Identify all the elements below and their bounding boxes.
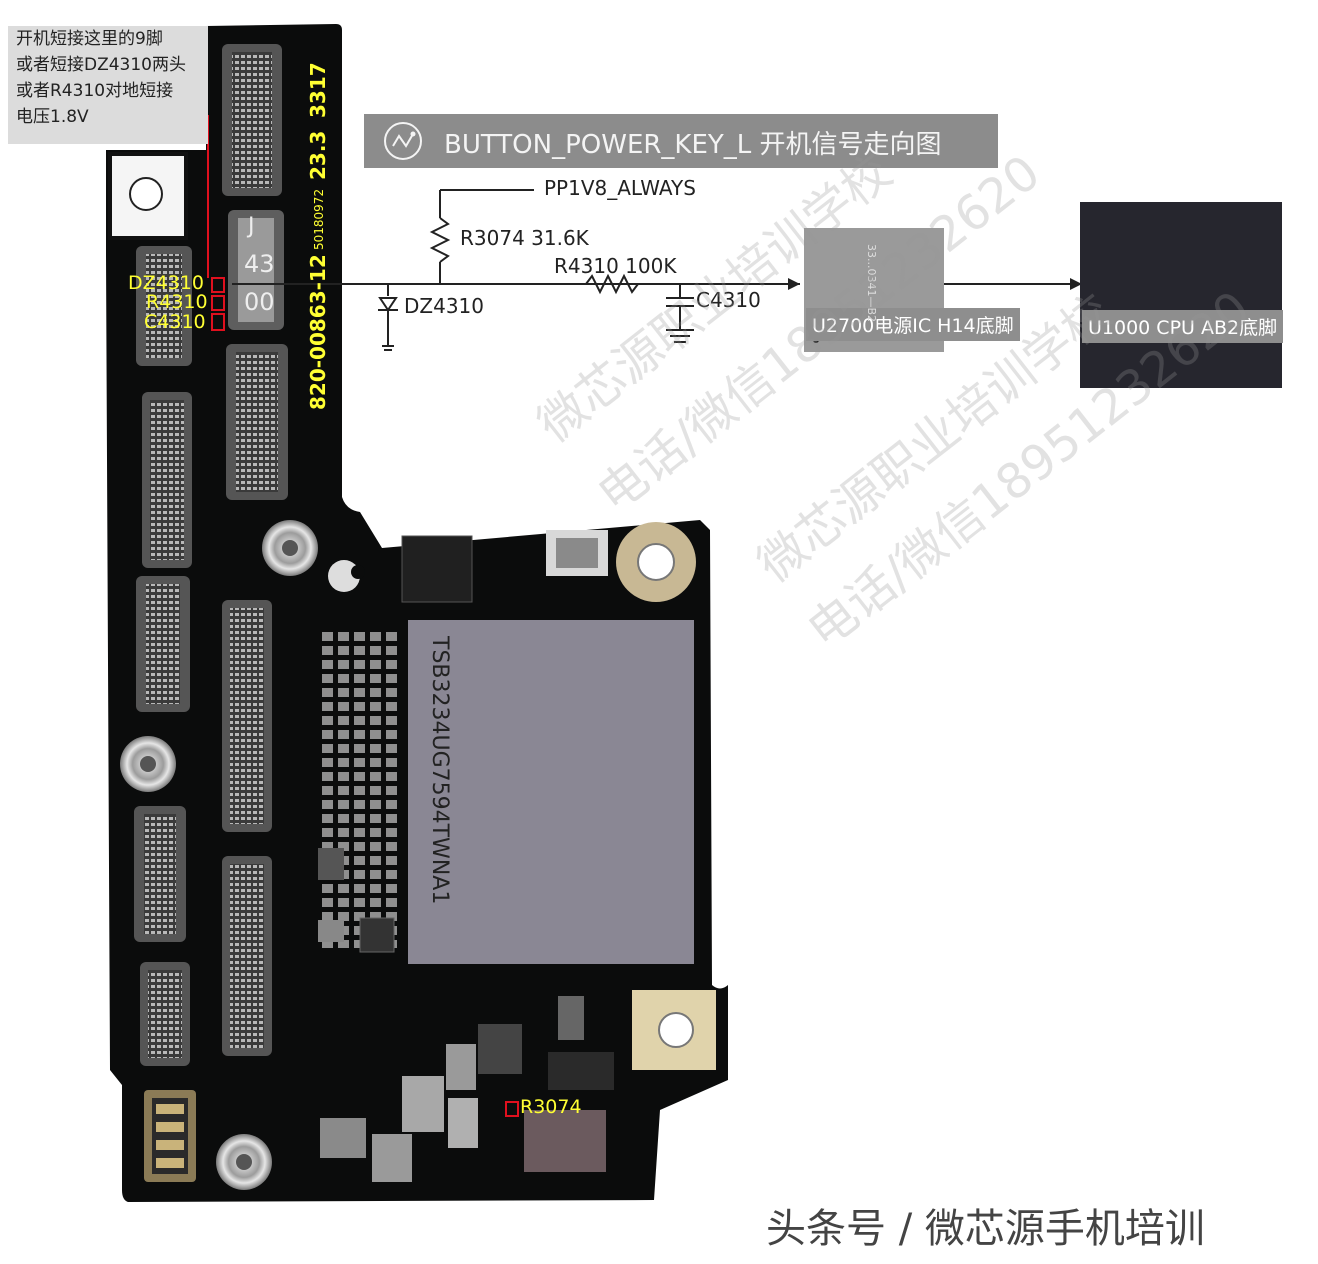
resistor-r3074 [429, 217, 451, 263]
ic-lower-11 [359, 917, 395, 953]
main-chip-marking: TSB3234UG7594TWNA1 [427, 636, 452, 905]
ic-lower-2 [446, 1044, 476, 1090]
ic-lower-10 [318, 848, 344, 880]
footer-credit: 头条号 / 微芯源手机培训 [766, 1206, 1205, 1252]
label-u2700: U2700电源IC H14底脚 [806, 308, 1020, 341]
marker-r3074 [505, 1101, 519, 1117]
resistor-r4310 [585, 273, 639, 295]
note-line-4: 电压1.8V [16, 107, 89, 127]
pcb-silk-1: 820-00863-12 [306, 254, 330, 410]
ic-lower-5 [372, 1134, 412, 1182]
pcb-silk-2: 50180972 [312, 188, 326, 250]
pcb-mount-tab [108, 152, 188, 240]
main-chip [408, 620, 694, 964]
title-banner: BUTTON_POWER_KEY_L 开机信号走向图 [364, 114, 998, 168]
label-r3074: R3074 31.6K [460, 226, 589, 250]
board-label-c4310: C4310 [144, 311, 206, 333]
ic-lower-6 [320, 1118, 366, 1158]
instruction-note: 开机短接这里的9脚 或者短接DZ4310两头 或者R4310对地短接 电压1.8… [8, 26, 208, 144]
board-label-dz4310: DZ4310 [128, 272, 204, 294]
label-c4310: C4310 [696, 288, 761, 312]
schematic [232, 189, 1082, 351]
j4300-label-c: 00 [244, 288, 275, 316]
u1000-chip [1080, 202, 1282, 388]
ic-lower-12 [318, 920, 344, 942]
label-dz4310: DZ4310 [404, 294, 484, 318]
label-u1000: U1000 CPU AB2底脚 [1082, 310, 1284, 343]
board-label-r3074: R3074 [520, 1096, 582, 1118]
label-r4310: R4310 100K [554, 254, 677, 278]
note-line-1: 开机短接这里的9脚 [16, 29, 163, 49]
arrow-to-u2700 [788, 278, 800, 290]
marker-dz4310 [211, 277, 225, 293]
pcb-silk-3: 23.3 [306, 130, 330, 180]
circuit-icon [384, 122, 422, 160]
diode-dz4310 [378, 297, 398, 312]
banner-title: BUTTON_POWER_KEY_L 开机信号走向图 [444, 130, 942, 160]
ic-small-top [401, 535, 473, 603]
board-label-r4310: R4310 [146, 291, 208, 313]
marker-r4310 [211, 295, 225, 311]
ic-lower-7 [548, 1052, 614, 1090]
label-rail: PP1V8_ALWAYS [544, 176, 696, 200]
note-line-2: 或者短接DZ4310两头 [16, 55, 186, 75]
marker-c4310 [211, 313, 225, 331]
apple-logo [328, 560, 360, 592]
pcb-silk-4: 3317 [306, 62, 330, 118]
mount-hole [129, 177, 163, 211]
arrow-to-u1000 [1070, 278, 1082, 290]
j4300-label-a: J [248, 214, 255, 239]
j4300-label-b: 43 [244, 250, 275, 278]
bga-field [318, 628, 402, 948]
note-line-3: 或者R4310对地短接 [16, 81, 174, 101]
ic-lower-8 [524, 1110, 606, 1172]
ic-lower-1 [478, 1024, 522, 1074]
ic-lower-4 [448, 1098, 478, 1148]
ic-lower-9 [558, 996, 584, 1040]
pcb-board [106, 24, 728, 1202]
ic-lower-3 [402, 1076, 444, 1132]
